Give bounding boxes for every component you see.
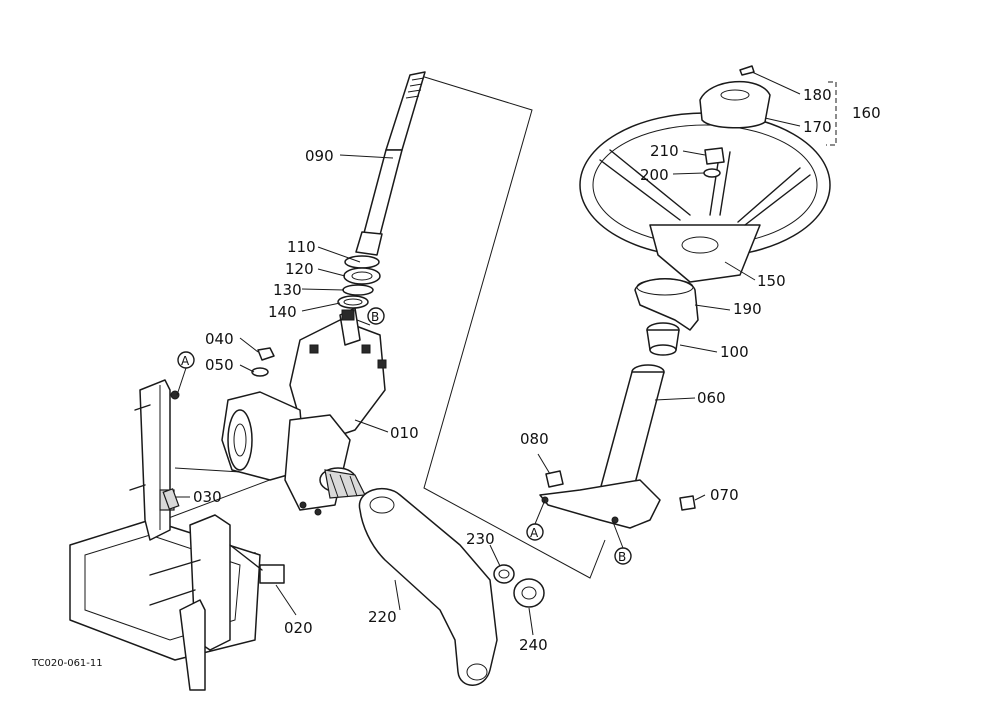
steering-wheel-150 — [579, 112, 831, 283]
ref-a-label-bracket: A — [530, 526, 539, 540]
label-210: 210 — [650, 142, 679, 160]
label-220: 220 — [368, 608, 397, 626]
label-100: 100 — [720, 343, 749, 361]
ref-a-label-frame: A — [181, 354, 190, 368]
bushing-100 — [646, 322, 680, 356]
label-050: 050 — [205, 356, 234, 374]
pitman-arm-220 — [358, 487, 498, 686]
washer-and-nut — [493, 564, 545, 608]
label-230: 230 — [466, 530, 495, 548]
label-200: 200 — [640, 166, 669, 184]
nut-210-washer-200 — [703, 147, 725, 178]
label-080: 080 — [520, 430, 549, 448]
label-010: 010 — [390, 424, 419, 442]
label-060: 060 — [697, 389, 726, 407]
ref-b-label-gearbox: B — [371, 310, 379, 324]
label-140: 140 — [268, 303, 297, 321]
label-020: 020 — [284, 619, 313, 637]
label-240: 240 — [519, 636, 548, 654]
label-090: 090 — [305, 147, 334, 165]
label-070: 070 — [710, 486, 739, 504]
bolt-030 — [162, 488, 180, 510]
label-150: 150 — [757, 272, 786, 290]
label-190: 190 — [733, 300, 762, 318]
ref-b-label-column: B — [618, 550, 626, 564]
label-040: 040 — [205, 330, 234, 348]
bolt-070 — [679, 495, 696, 511]
steering-shaft-090 — [355, 71, 426, 256]
leader-lines — [176, 71, 801, 636]
bolt-080 — [545, 470, 564, 488]
label-130: 130 — [273, 281, 302, 299]
label-030: 030 — [193, 488, 222, 506]
label-160: 160 — [852, 104, 881, 122]
nut-040-washer-050 — [251, 347, 275, 377]
label-170: 170 — [803, 118, 832, 136]
label-180: 180 — [803, 86, 832, 104]
figure-code: TC020-061-11 — [31, 658, 103, 669]
bolt-020 — [229, 544, 285, 584]
frame-bracket — [69, 379, 261, 691]
group-bracket-160 — [826, 81, 837, 146]
column-tube-060 — [539, 364, 665, 529]
seal-rings — [337, 255, 381, 309]
reference-marks — [176, 307, 632, 565]
steering-gearbox-010 — [221, 307, 387, 516]
label-120: 120 — [285, 260, 314, 278]
column-cover-190 — [634, 278, 699, 331]
label-110: 110 — [287, 238, 316, 256]
horn-cap-170 — [699, 65, 771, 129]
